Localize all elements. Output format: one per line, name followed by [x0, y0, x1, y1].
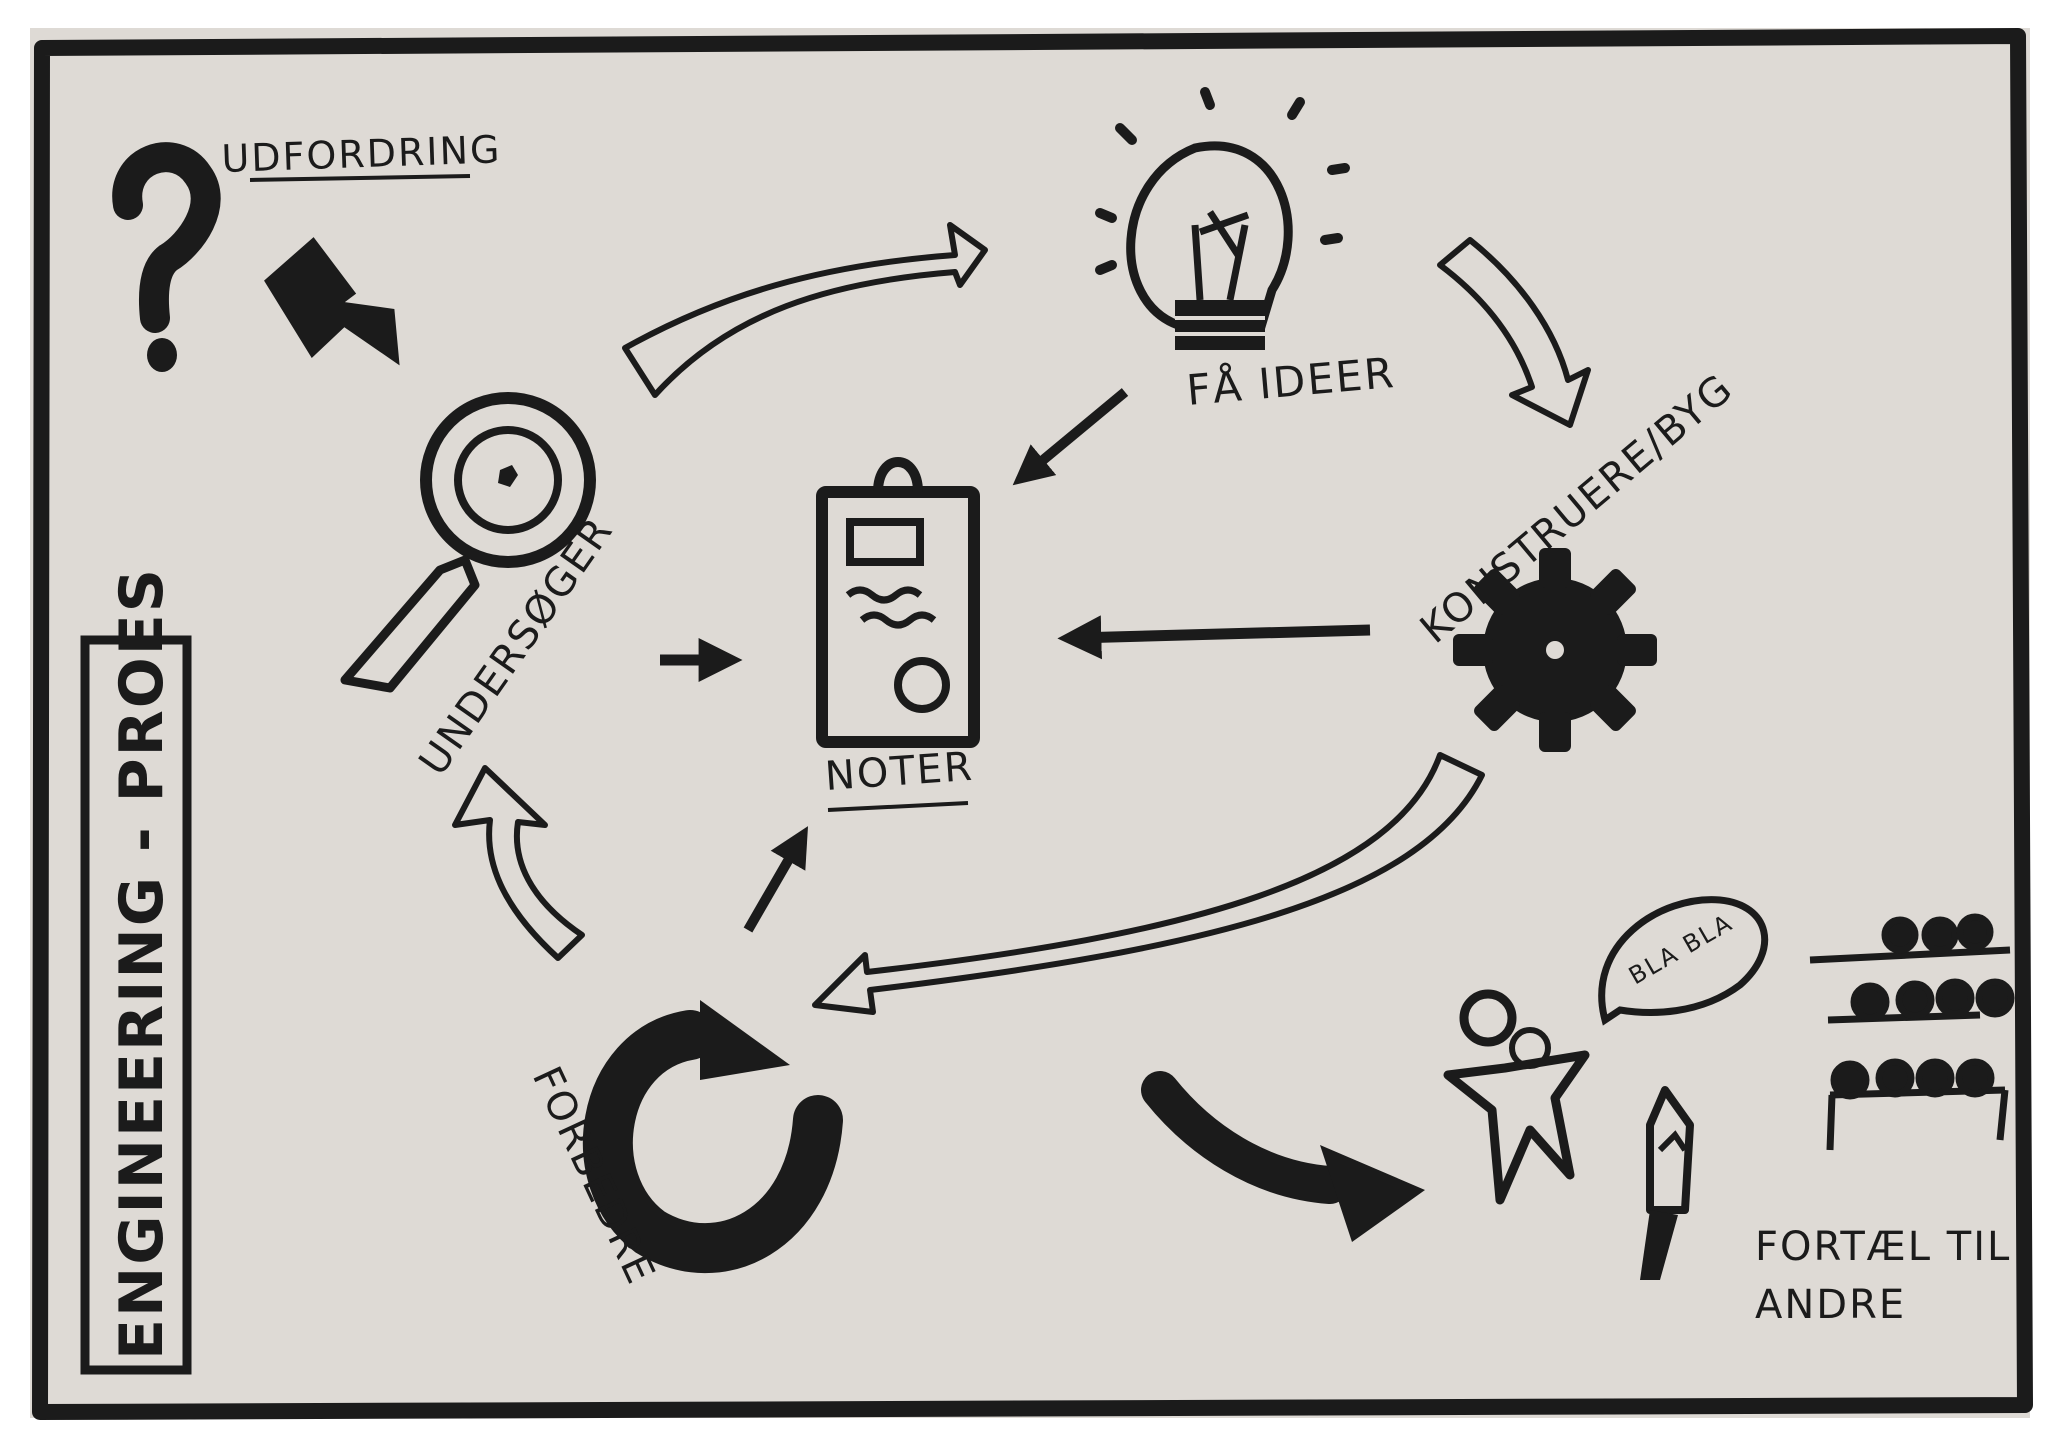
arrow-question-to-research [264, 237, 400, 366]
notepad-icon [816, 457, 980, 748]
cycle-arrow-icon [582, 1000, 843, 1273]
page-title: ENGINEERING - PROES [107, 567, 177, 1360]
question-mark-icon [112, 142, 221, 372]
noter-underline [827, 801, 969, 812]
microphone-icon [1640, 1086, 1694, 1280]
presenter-icon [1443, 989, 1590, 1205]
gear-icon [1453, 548, 1657, 752]
label-noter: NOTER [823, 744, 975, 800]
magnifying-glass-icon [340, 392, 596, 693]
light-bulb-icon [1095, 87, 1350, 350]
paper-border [32, 28, 2033, 1420]
arrow-improve-to-research [452, 765, 585, 961]
label-udfordring: UDFORDRING [221, 127, 502, 181]
audience-icon [1809, 913, 2015, 1151]
paper-sheet [30, 28, 2030, 1418]
arrow-build-to-notes [1057, 615, 1371, 660]
label-fortael-line2: ANDRE [1755, 1282, 1906, 1328]
title-box: ENGINEERING - PROES [80, 567, 192, 1375]
udfordring-underline [249, 174, 471, 182]
arrow-improve-to-notes [743, 826, 809, 933]
arrow-improve-to-present [1141, 1071, 1425, 1242]
arrow-build-to-improve [812, 752, 1485, 1015]
arrow-ideas-to-notes [1012, 388, 1129, 486]
arrow-ideas-to-build [1437, 237, 1591, 428]
arrow-research-to-ideas [622, 222, 988, 398]
label-fortael-line1: FORTÆL TIL [1755, 1224, 2011, 1270]
